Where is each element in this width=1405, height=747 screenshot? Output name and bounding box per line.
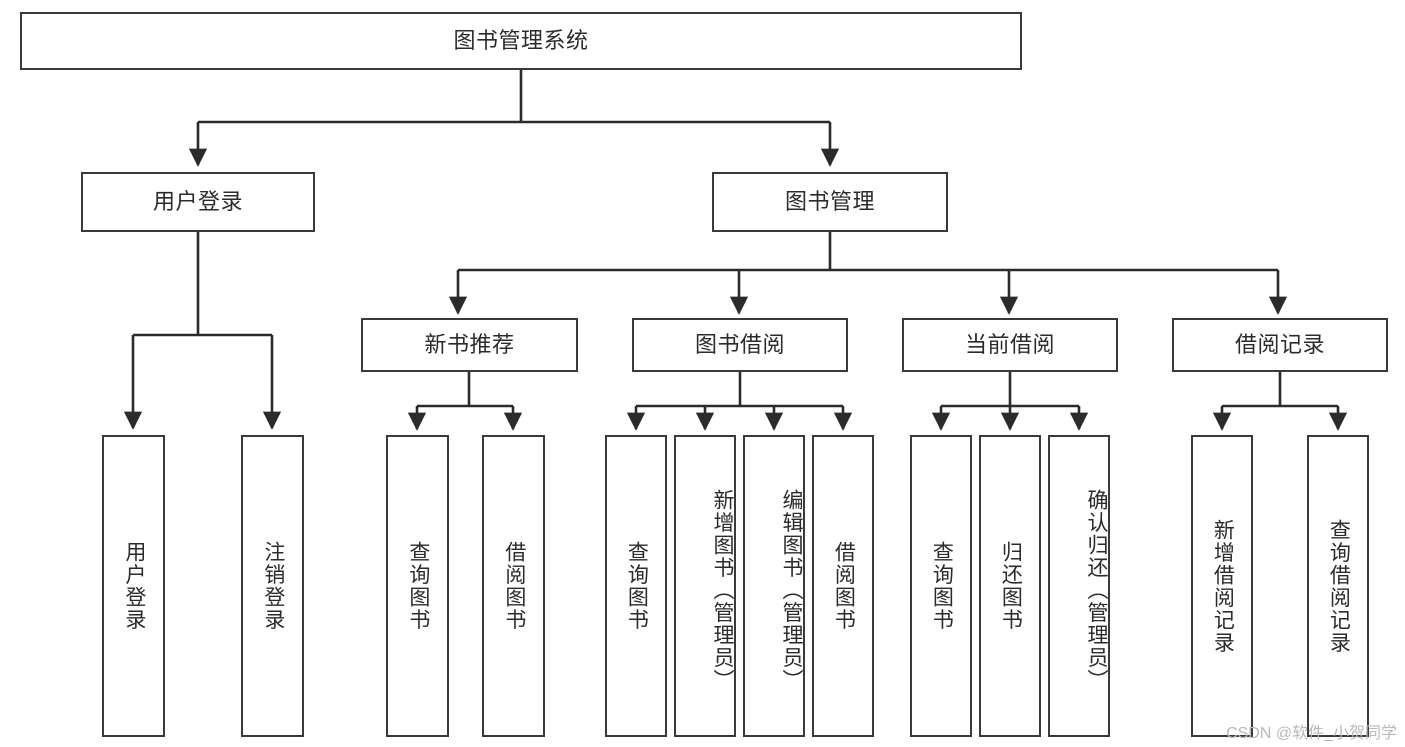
leaf-new-book-query[interactable]: 查询图书 — [386, 435, 449, 737]
node-new-book-recommend[interactable]: 新书推荐 — [361, 318, 578, 372]
node-book-borrow-label: 图书借阅 — [694, 331, 785, 357]
leaf-record-add-record[interactable]: 新增借阅记录 — [1191, 435, 1253, 737]
leaf-label: 确认归还（管理员） — [1085, 488, 1108, 692]
leaf-borrow-borrow-book[interactable]: 借阅图书 — [812, 435, 874, 737]
leaf-label: 查询图书 — [625, 541, 649, 631]
watermark: CSDN @软件_小贺同学 — [1226, 725, 1397, 742]
leaf-label: 借阅图书 — [832, 541, 856, 631]
node-book-management-label: 图书管理 — [784, 188, 875, 214]
node-current-borrow-label: 当前借阅 — [964, 331, 1055, 357]
node-current-borrow[interactable]: 当前借阅 — [902, 318, 1118, 372]
node-borrow-record-label: 借阅记录 — [1234, 331, 1325, 357]
node-user-login[interactable]: 用户登录 — [81, 172, 315, 232]
node-root[interactable]: 图书管理系统 — [20, 12, 1022, 70]
leaf-user-login-login[interactable]: 用户登录 — [102, 435, 165, 737]
leaf-current-confirm-return-admin[interactable]: 确认归还（管理员） — [1048, 435, 1110, 737]
node-book-borrow[interactable]: 图书借阅 — [632, 318, 848, 372]
leaf-label: 查询图书 — [930, 541, 954, 631]
leaf-label: 查询图书 — [406, 541, 430, 631]
leaf-label: 查询借阅记录 — [1327, 518, 1351, 654]
leaf-borrow-query-book[interactable]: 查询图书 — [605, 435, 667, 737]
leaf-label: 新增借阅记录 — [1211, 518, 1235, 654]
leaf-current-return-book[interactable]: 归还图书 — [979, 435, 1041, 737]
leaf-borrow-edit-book-admin[interactable]: 编辑图书（管理员） — [743, 435, 805, 737]
leaf-label: 归还图书 — [999, 541, 1023, 631]
node-root-label: 图书管理系统 — [453, 27, 589, 53]
leaf-current-query-book[interactable]: 查询图书 — [910, 435, 972, 737]
leaf-label: 用户登录 — [122, 541, 146, 631]
node-borrow-record[interactable]: 借阅记录 — [1172, 318, 1388, 372]
leaf-label: 编辑图书（管理员） — [780, 488, 803, 692]
leaf-record-query-record[interactable]: 查询借阅记录 — [1307, 435, 1369, 737]
node-new-book-recommend-label: 新书推荐 — [424, 331, 515, 357]
leaf-label: 借阅图书 — [502, 541, 526, 631]
leaf-label: 注销登录 — [261, 541, 285, 631]
node-user-login-label: 用户登录 — [152, 188, 243, 214]
leaf-borrow-add-book-admin[interactable]: 新增图书（管理员） — [674, 435, 736, 737]
leaf-new-book-borrow[interactable]: 借阅图书 — [482, 435, 545, 737]
leaf-user-login-logout[interactable]: 注销登录 — [241, 435, 304, 737]
leaf-label: 新增图书（管理员） — [711, 488, 734, 692]
node-book-management[interactable]: 图书管理 — [712, 172, 948, 232]
